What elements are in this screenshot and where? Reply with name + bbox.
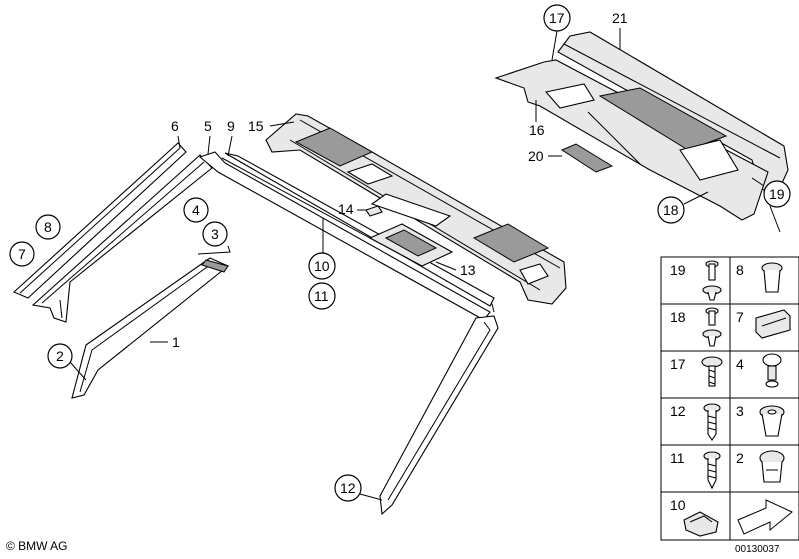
callout-21: 21 bbox=[612, 10, 628, 26]
callout-13: 13 bbox=[460, 262, 476, 278]
callout-16: 16 bbox=[529, 122, 545, 138]
callout-18: 18 bbox=[663, 202, 679, 218]
grid-label-18: 18 bbox=[670, 309, 686, 325]
callout-circle-4 bbox=[183, 197, 209, 223]
grid-label-8: 8 bbox=[736, 262, 744, 278]
callout-8: 8 bbox=[44, 219, 52, 235]
grid-label-17: 17 bbox=[670, 356, 686, 372]
grid-label-11: 11 bbox=[670, 450, 685, 466]
callout-12: 12 bbox=[340, 480, 356, 496]
clip-nut-icon bbox=[759, 450, 785, 483]
leader-3 bbox=[197, 245, 231, 255]
roof-seal-strip-9[interactable] bbox=[198, 151, 495, 321]
callout-10: 10 bbox=[314, 258, 330, 274]
grid-label-7: 7 bbox=[736, 309, 744, 325]
lamp-bezel-13[interactable] bbox=[368, 223, 454, 267]
grid-label-19: 19 bbox=[670, 262, 686, 278]
callout-5: 5 bbox=[204, 118, 212, 134]
headliner-panel-15[interactable] bbox=[265, 113, 567, 305]
callout-20: 20 bbox=[528, 148, 544, 164]
seal-strip-part-1[interactable] bbox=[71, 257, 230, 399]
direction-arrow-icon bbox=[737, 499, 793, 535]
spring-clip-icon bbox=[683, 511, 719, 537]
push-rivet-icon bbox=[702, 260, 722, 301]
callout-circle-8 bbox=[35, 214, 61, 240]
callout-15: 15 bbox=[248, 118, 264, 134]
copyright-notice: © BMW AG bbox=[6, 539, 68, 553]
a-pillar-trim-outer[interactable] bbox=[12, 142, 187, 299]
callout-19: 19 bbox=[769, 186, 785, 202]
callout-circle-12 bbox=[334, 474, 362, 502]
callout-17: 17 bbox=[549, 10, 565, 26]
clip-part-14[interactable] bbox=[365, 205, 383, 217]
callout-6: 6 bbox=[171, 118, 179, 134]
grid-label-12: 12 bbox=[670, 403, 686, 419]
push-rivet-long-icon bbox=[702, 307, 722, 347]
screw-icon bbox=[703, 403, 721, 441]
clip-bracket-icon bbox=[755, 309, 791, 339]
callout-4: 4 bbox=[192, 202, 200, 218]
vent-insert-20[interactable] bbox=[560, 143, 614, 173]
document-id: 00130037 bbox=[735, 544, 780, 555]
fastener-legend-grid: 19 8 18 7 17 4 12 3 11 2 10 bbox=[660, 256, 799, 541]
grommet-icon bbox=[759, 405, 785, 437]
screw-washer-icon bbox=[701, 356, 723, 387]
grid-label-4: 4 bbox=[736, 356, 744, 372]
callout-circle-18 bbox=[657, 196, 685, 224]
callout-14: 14 bbox=[338, 201, 354, 217]
vent-grille-right bbox=[472, 223, 550, 263]
grid-label-3: 3 bbox=[736, 403, 744, 419]
callout-7: 7 bbox=[18, 246, 26, 262]
callout-circle-3 bbox=[202, 221, 228, 247]
callout-circle-11 bbox=[308, 282, 336, 310]
callout-11: 11 bbox=[314, 288, 329, 304]
b-pillar-trim-12[interactable] bbox=[379, 315, 499, 516]
callout-2: 2 bbox=[56, 348, 64, 364]
expanding-clip-icon bbox=[761, 262, 783, 293]
callout-circle-2 bbox=[47, 343, 73, 369]
plug-icon bbox=[762, 353, 782, 388]
callout-circle-7 bbox=[9, 241, 35, 267]
rear-panel-16[interactable] bbox=[494, 59, 769, 221]
callout-1: 1 bbox=[172, 334, 180, 350]
vent-grille-left bbox=[294, 127, 374, 167]
callout-circle-10 bbox=[308, 252, 336, 280]
tapping-screw-icon bbox=[703, 451, 721, 490]
callout-3: 3 bbox=[211, 226, 219, 242]
callout-9: 9 bbox=[227, 118, 235, 134]
grid-label-2: 2 bbox=[736, 450, 744, 466]
callout-circle-19 bbox=[763, 180, 791, 208]
grid-label-10: 10 bbox=[670, 497, 686, 513]
